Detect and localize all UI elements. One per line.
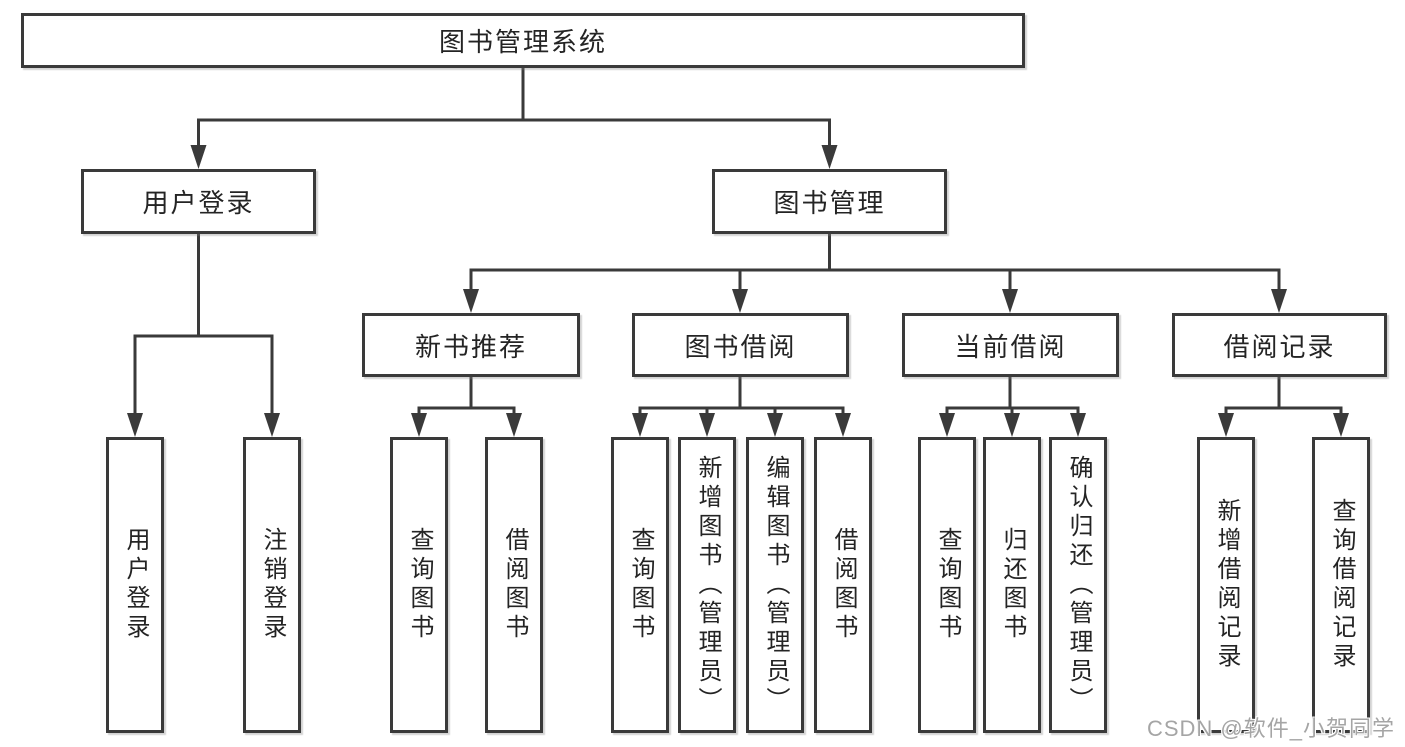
leaf-query-borrow-record: 查询借阅记录 [1312,437,1370,733]
leaf-confirm-return-admin-label: 确认归还（管理员） [1065,454,1092,716]
leaf-return-books-label: 归还图书 [999,527,1026,643]
leaf-borrow-books: 借阅图书 [814,437,872,733]
node-book-management: 图书管理 [712,169,947,234]
leaf-edit-books-admin: 编辑图书（管理员） [746,437,804,733]
node-root-system: 图书管理系统 [21,13,1025,68]
leaf-add-borrow-record-label: 新增借阅记录 [1213,498,1240,672]
node-user-login: 用户登录 [81,169,316,234]
node-book-borrowing-label: 图书借阅 [684,331,797,362]
leaf-query-books-current: 查询图书 [918,437,976,733]
leaf-user-login-label: 用户登录 [122,527,149,643]
node-user-login-label: 用户登录 [142,188,255,218]
leaf-add-borrow-record: 新增借阅记录 [1197,437,1255,733]
leaf-borrow-books-recommend-label: 借阅图书 [501,527,528,643]
node-book-management-label: 图书管理 [773,188,886,218]
node-borrowing-records-label: 借阅记录 [1223,331,1336,362]
node-new-book-recommend: 新书推荐 [362,313,580,377]
leaf-query-books-recommend-label: 查询图书 [406,527,433,643]
node-root-system-label: 图书管理系统 [438,27,607,57]
csdn-watermark: CSDN @软件_小贺同学 [1146,716,1395,741]
node-current-borrowing: 当前借阅 [902,313,1119,377]
leaf-borrow-books-recommend: 借阅图书 [485,437,543,733]
leaf-confirm-return-admin: 确认归还（管理员） [1049,437,1107,733]
leaf-logout: 注销登录 [243,437,301,733]
leaf-borrow-books-label: 借阅图书 [830,527,857,643]
node-borrowing-records: 借阅记录 [1172,313,1387,377]
leaf-return-books: 归还图书 [983,437,1041,733]
leaf-query-books-current-label: 查询图书 [934,527,961,643]
node-current-borrowing-label: 当前借阅 [954,331,1067,362]
leaf-edit-books-admin-label: 编辑图书（管理员） [762,454,789,716]
leaf-user-login: 用户登录 [106,437,164,733]
leaf-query-books-borrowing: 查询图书 [611,437,669,733]
node-new-book-recommend-label: 新书推荐 [414,331,527,362]
leaf-query-books-recommend: 查询图书 [390,437,448,733]
leaf-add-books-admin-label: 新增图书（管理员） [694,454,721,716]
leaf-add-books-admin: 新增图书（管理员） [678,437,736,733]
node-book-borrowing: 图书借阅 [632,313,849,377]
leaf-query-books-borrowing-label: 查询图书 [627,527,654,643]
leaf-query-borrow-record-label: 查询借阅记录 [1328,498,1355,672]
leaf-logout-label: 注销登录 [259,527,286,643]
